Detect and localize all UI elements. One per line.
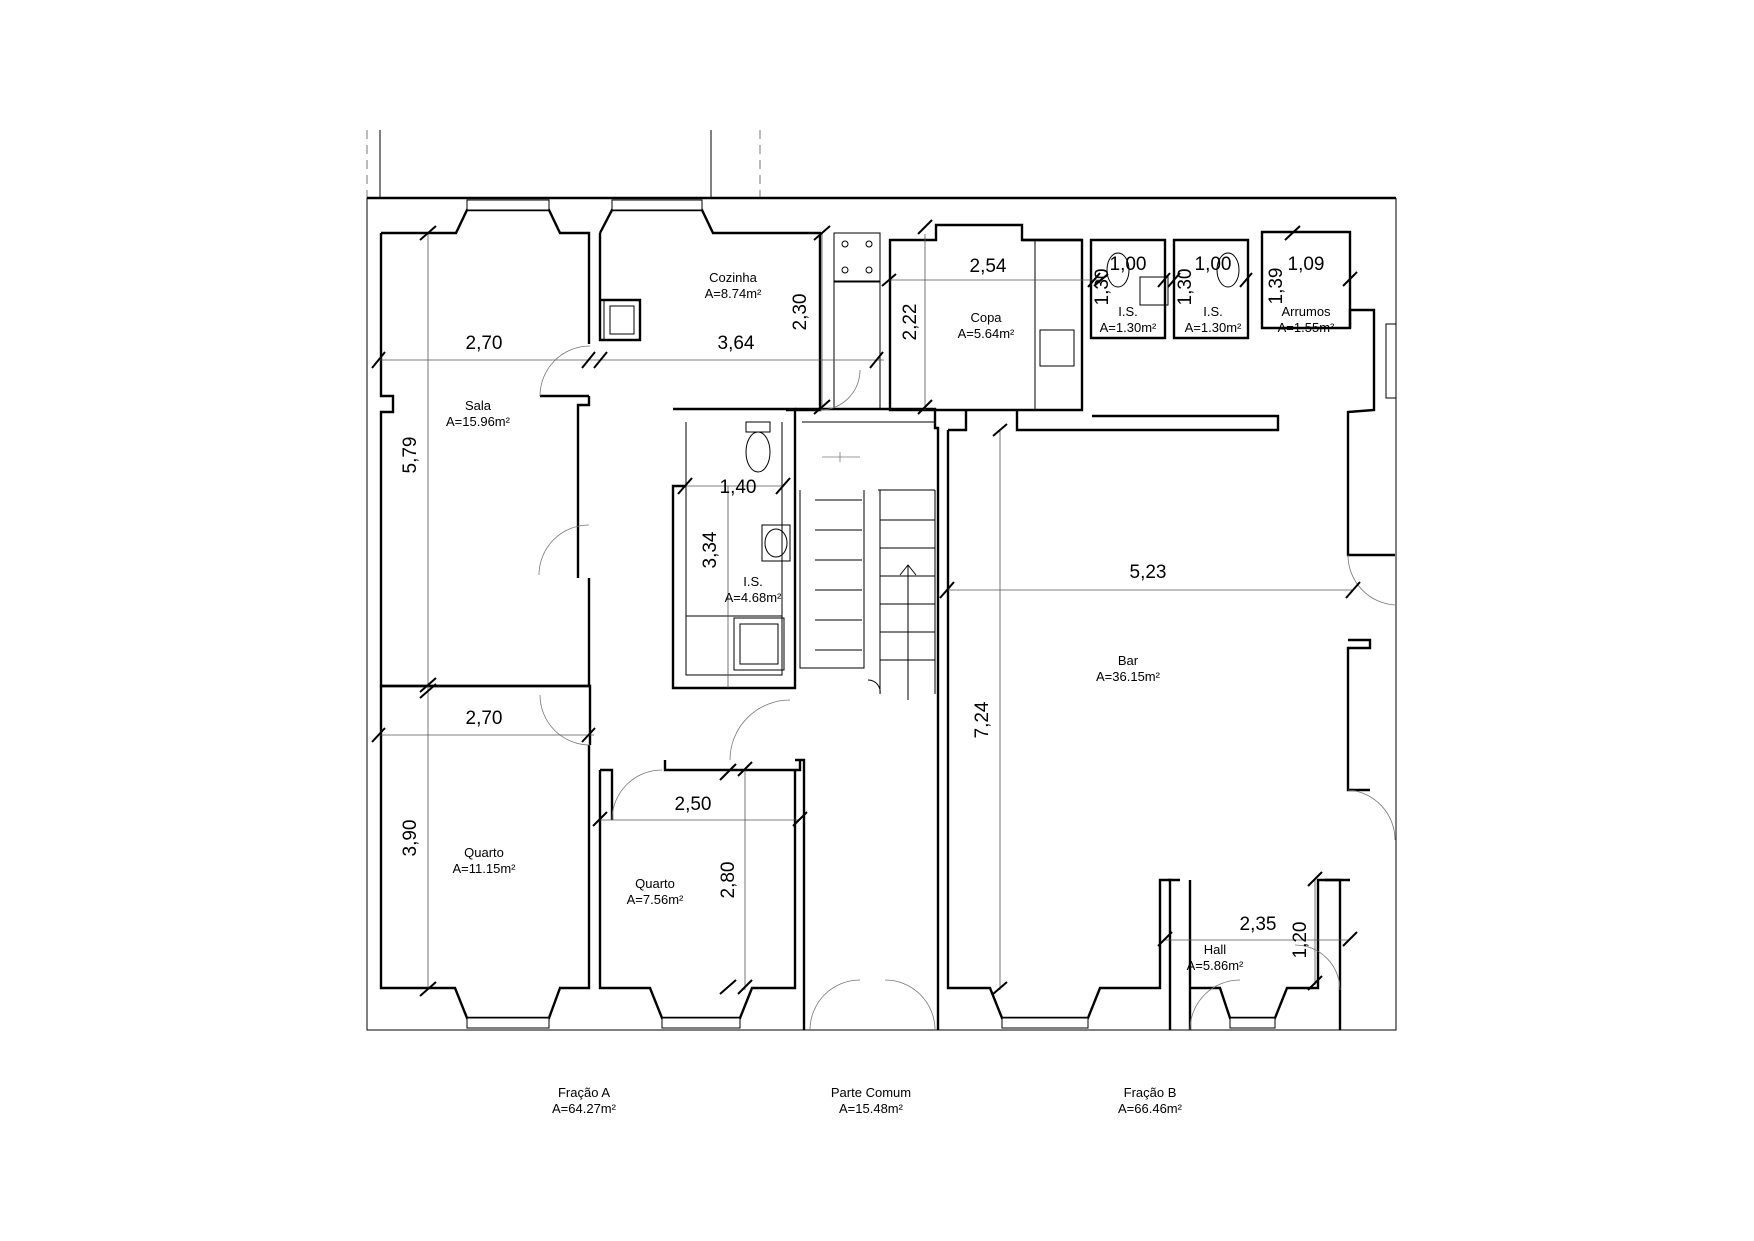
sala-area: A=15.96m² (446, 414, 511, 429)
quarto1-area: A=11.15m² (453, 861, 517, 876)
door-swings (538, 345, 1396, 1031)
stove-icon (833, 232, 881, 282)
dim-quarto2-width: 2,50 (675, 794, 712, 815)
is-main-area: A=4.68m² (725, 590, 782, 605)
fraction-a-name: Fração A (558, 1085, 610, 1100)
copa-sink-icon (1039, 329, 1075, 367)
stair-walls (795, 407, 940, 1030)
window-bar-east (1385, 323, 1397, 399)
arrumos-name: Arrumos (1281, 304, 1331, 319)
dimension-ticks (371, 219, 1361, 997)
dimension-lines (378, 232, 1352, 990)
is-main-walls (671, 407, 797, 690)
window-bar (1001, 1017, 1089, 1029)
toilet-icon-is1 (1106, 252, 1130, 288)
hall-name: Hall (1204, 942, 1227, 957)
dim-bar-width: 5,23 (1130, 562, 1167, 583)
is2-name: I.S. (1203, 304, 1223, 319)
dim-is-main-height: 3,34 (700, 531, 721, 568)
copa-name: Copa (970, 310, 1002, 325)
window-quarto1 (466, 1017, 550, 1029)
dim-sala-width: 2,70 (466, 333, 503, 354)
dim-quarto2-height: 2,80 (718, 862, 739, 899)
dim-quarto1-width: 2,70 (466, 708, 503, 729)
dim-is1-width: 1,00 (1110, 254, 1147, 275)
shower-tray-icon (733, 617, 785, 671)
quarto2-name: Quarto (635, 876, 675, 891)
hall-area: A=5.86m² (1187, 958, 1244, 973)
is-small-1-walls (1089, 238, 1167, 340)
dim-copa-height: 2,22 (900, 304, 921, 341)
bar-name: Bar (1118, 653, 1139, 668)
is1-area: A=1.30m² (1100, 320, 1157, 335)
fraction-common-name: Parte Comum (831, 1085, 911, 1100)
cozinha-walls (598, 208, 881, 412)
bar-area: A=36.15m² (1096, 669, 1161, 684)
toilet-icon (745, 421, 771, 473)
fraction-b-name: Fração B (1124, 1085, 1177, 1100)
dim-cozinha-height: 2,30 (790, 294, 811, 331)
exterior-walls (366, 196, 1397, 1031)
cozinha-name: Cozinha (709, 270, 757, 285)
quarto2-area: A=7.56m² (627, 892, 684, 907)
dim-is2-width: 1,00 (1195, 254, 1232, 275)
dim-quarto1-height: 3,90 (400, 820, 421, 857)
stairs (799, 421, 936, 700)
is-small-2-walls (1172, 238, 1250, 340)
copa-area: A=5.64m² (958, 326, 1015, 341)
is1-name: I.S. (1118, 304, 1138, 319)
sink-icon (761, 524, 791, 562)
dim-is1-height: 1,30 (1092, 269, 1113, 306)
dim-hall-height: 1,20 (1290, 922, 1311, 959)
is-main-name: I.S. (743, 574, 763, 589)
fraction-b-area: A=66.46m² (1118, 1101, 1183, 1116)
quarto1-name: Quarto (464, 845, 504, 860)
dim-arrumos-height: 1,39 (1266, 268, 1287, 305)
adjacent-building-left (379, 130, 712, 198)
is2-area: A=1.30m² (1185, 320, 1242, 335)
cozinha-area: A=8.74m² (705, 286, 762, 301)
dim-is-main-width: 1,40 (720, 477, 757, 498)
toilet-icon-is2 (1139, 252, 1240, 306)
bar-walls (946, 308, 1395, 1030)
dim-sala-height: 5,79 (400, 437, 421, 474)
window-cozinha (611, 199, 703, 211)
kitchen-sink-icon (603, 299, 641, 341)
copa-walls (888, 223, 1084, 412)
window-sala (466, 199, 550, 211)
sala-name: Sala (465, 398, 492, 413)
dim-arrumos-width: 1,09 (1288, 254, 1325, 275)
arrumos-area: A=1.55m² (1278, 320, 1335, 335)
adjacent-property-dashed (366, 130, 1395, 199)
window-quarto2 (661, 1017, 741, 1029)
fraction-common-area: A=15.48m² (839, 1101, 904, 1116)
dim-bar-height: 7,24 (972, 701, 993, 738)
dim-cozinha-width: 3,64 (718, 333, 755, 354)
fraction-a-area: A=64.27m² (552, 1101, 617, 1116)
dim-copa-width: 2,54 (970, 256, 1007, 277)
dim-is2-height: 1,30 (1175, 269, 1196, 306)
dim-hall-width: 2,35 (1240, 914, 1277, 935)
window-hall (1229, 1017, 1276, 1029)
